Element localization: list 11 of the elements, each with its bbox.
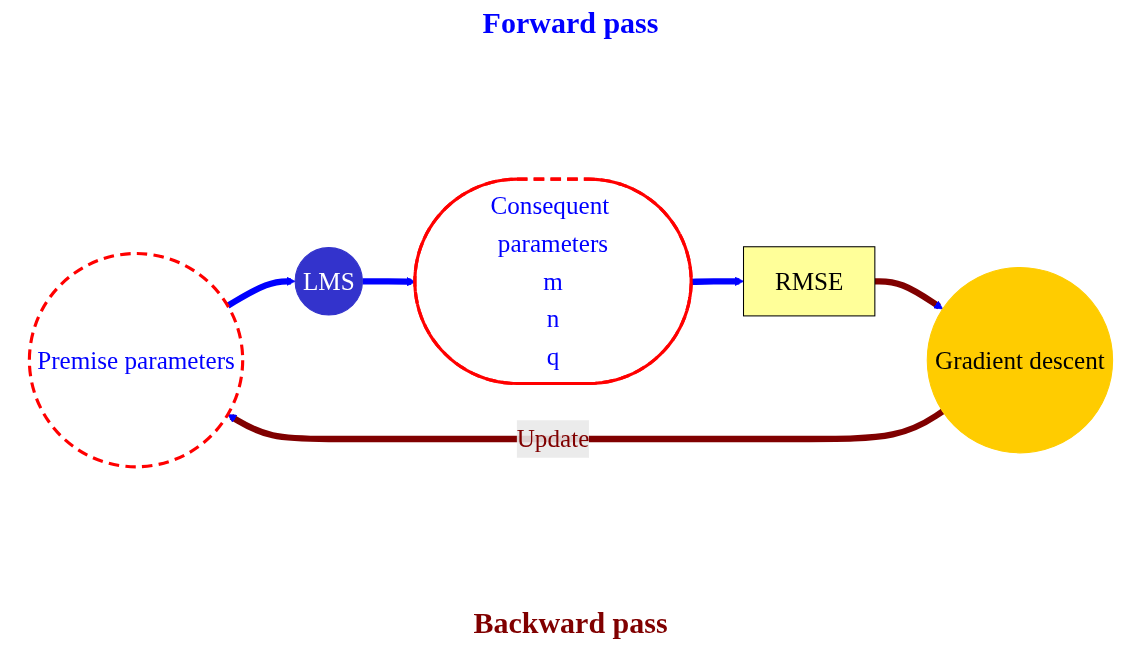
arrow xyxy=(691,276,744,286)
node-circle: Premise parameters xyxy=(27,251,244,469)
node-box: RMSE xyxy=(742,246,875,317)
node-circle: Gradient descent xyxy=(926,266,1113,454)
brace-label: Forward pass xyxy=(482,6,659,40)
arrow xyxy=(874,278,943,310)
edge-label: Update xyxy=(516,425,589,453)
brace-label: Backward pass xyxy=(473,606,668,640)
arrow xyxy=(226,408,944,443)
arrow xyxy=(225,276,295,309)
node-circle: LMS xyxy=(294,247,363,316)
